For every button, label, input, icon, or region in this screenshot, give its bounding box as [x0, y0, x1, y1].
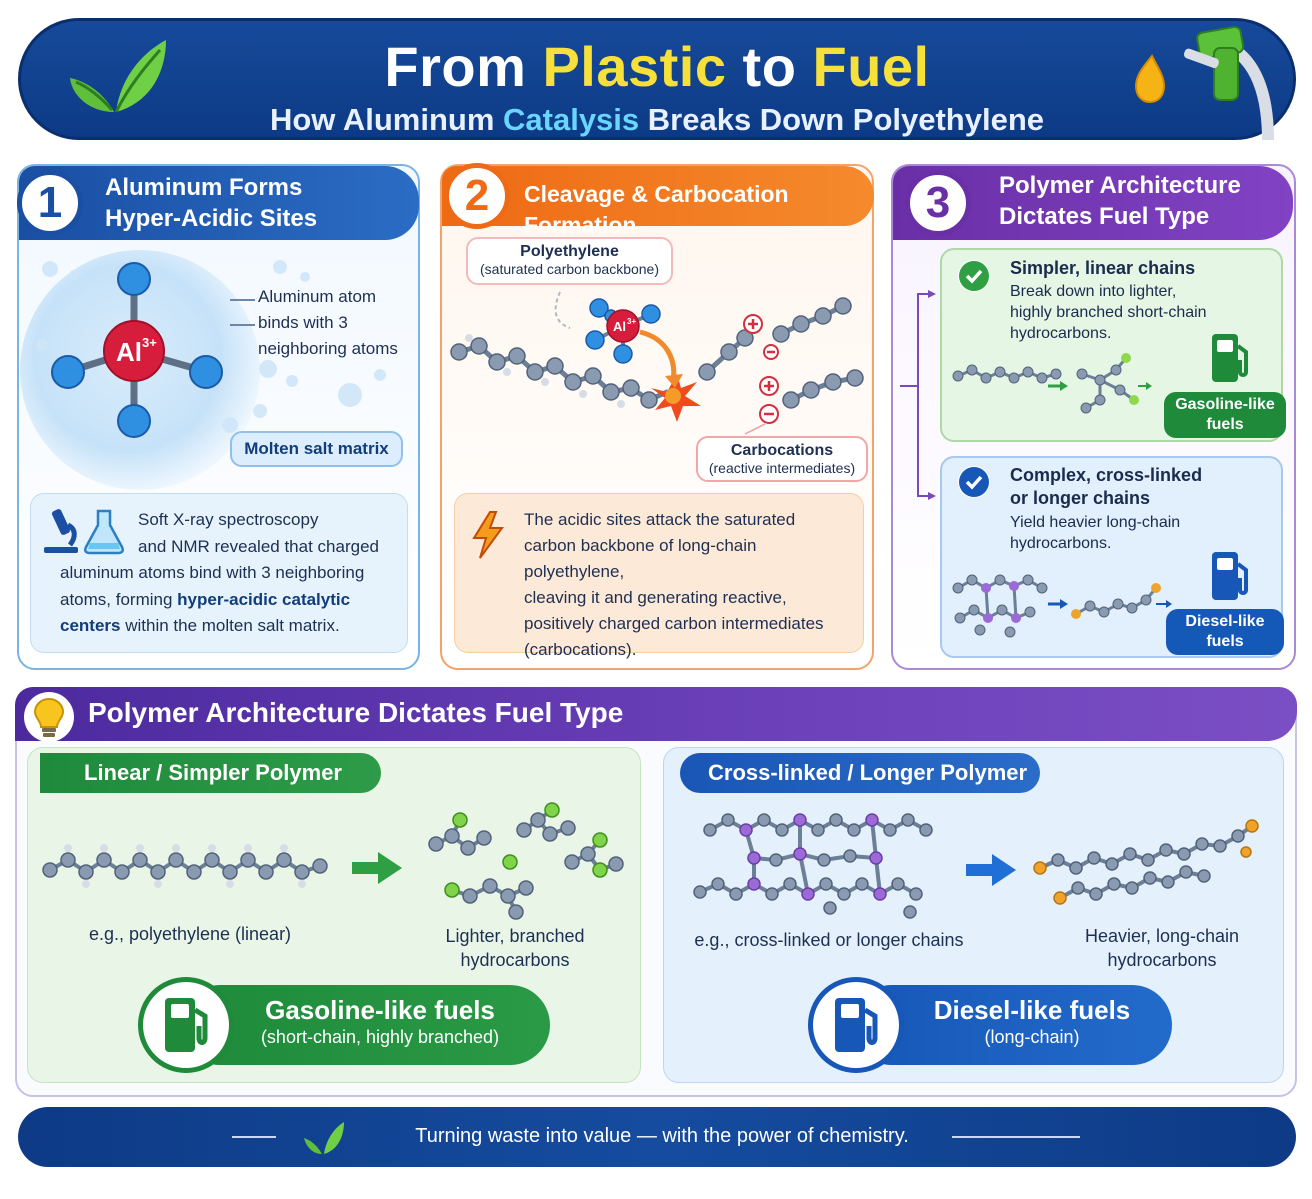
fuel-pump-icon [835, 998, 878, 1052]
svg-text:Al: Al [613, 319, 626, 334]
svg-text:3+: 3+ [627, 317, 636, 326]
leaf-icon [304, 1122, 344, 1154]
flask-icon [83, 509, 125, 555]
al-ion-label: Al [116, 337, 142, 367]
aluminum-site-diagram: Al 3+ [36, 260, 386, 438]
step1-body: Soft X-ray spectroscopy and NMR revealed… [60, 510, 379, 635]
cross-linked-polymer-label: Cross-linked / Longer Polymer [680, 753, 1040, 793]
microscope-icon [44, 509, 78, 553]
footer-divider-left [232, 1136, 276, 1138]
step1-info-box [30, 493, 408, 653]
header-banner: From Plastic to Fuel How Aluminum Cataly… [18, 18, 1296, 140]
cross-linked-example-caption: e.g., cross-linked or longer chains [694, 930, 964, 950]
fuel-pump-icon [1212, 552, 1248, 600]
lightning-icon [472, 511, 504, 559]
footer-banner [18, 1107, 1296, 1167]
footer-tagline: Turning waste into value — with the powe… [415, 1125, 909, 1147]
cross-to-long-diagram [952, 574, 1172, 638]
linear-example-caption: e.g., polyethylene (linear) [88, 924, 292, 944]
linear-chains-heading: Simpler, linear chains [1010, 258, 1196, 278]
comparison-header [15, 687, 1297, 741]
check-icon [958, 260, 990, 292]
leaf-icon [70, 40, 166, 113]
al-ion-charge: 3+ [142, 335, 157, 350]
linear-chains-text: Break down into lighter,highly branched … [1010, 283, 1207, 342]
diesel-pump-badge [808, 977, 904, 1073]
footer-divider-right [952, 1136, 1080, 1138]
step2-info-box [454, 493, 864, 653]
molten-salt-label: Molten salt matrix [230, 431, 403, 467]
gasoline-fuel-pill: Gasoline-like fuels(short-chain, highly … [180, 985, 550, 1065]
step1-number: 1 [17, 170, 83, 236]
lab-icons [44, 509, 125, 555]
subtitle: How Aluminum Catalysis Breaks Down Polye… [269, 102, 1045, 137]
fuel-pump-nozzle-icon [1134, 25, 1274, 141]
step2-number: 2 [444, 163, 510, 229]
main-title: From Plastic to Fuel [384, 35, 930, 98]
linear-to-branched-diagram [952, 353, 1152, 414]
branch-connector [900, 290, 936, 500]
gasoline-pump-badge [138, 977, 234, 1073]
fuel-pump-icon [165, 998, 208, 1052]
diesel-fuel-pill: Diesel-like fuels(long-chain) [852, 985, 1172, 1065]
check-icon [958, 466, 990, 498]
lightbulb-icon [24, 692, 74, 742]
linear-polymer-label: Linear / Simpler Polymer [40, 753, 381, 793]
step3-number: 3 [905, 170, 971, 236]
carbocations-label: Carbocations(reactive intermediates) [696, 436, 868, 482]
step2-header: 2 Cleavage & Carbocation Formation [442, 163, 874, 238]
linear-polymer-diagram [42, 802, 624, 920]
fuel-pump-icon [1212, 334, 1248, 382]
cross-linked-polymer-diagram [693, 813, 1259, 919]
step2-title: Cleavage & Carbocation Formation [524, 181, 789, 238]
comparison-title: Polymer Architecture Dictates Fuel Type [88, 697, 624, 728]
polyethylene-label: Polyethylene(saturated carbon backbone) [466, 237, 673, 285]
cleavage-diagram: Al 3+ [450, 291, 864, 435]
